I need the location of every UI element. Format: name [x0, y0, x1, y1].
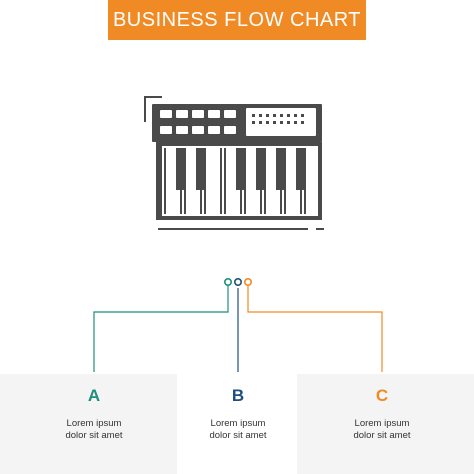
step-caption-line2: dolor sit amet [209, 430, 267, 441]
step-caption-c: Lorem ipsum dolor sit amet [332, 418, 432, 442]
step-caption-line1: Lorem ipsum [354, 418, 410, 429]
step-panel-b [177, 374, 297, 474]
step-caption-a: Lorem ipsum dolor sit amet [44, 418, 144, 442]
step-caption-line2: dolor sit amet [353, 430, 411, 441]
step-letter-c: C [375, 386, 389, 405]
connector-dot-c [244, 277, 253, 286]
step-caption-line1: Lorem ipsum [210, 418, 266, 429]
step-letter-b: B [231, 386, 245, 405]
connector-line-a [93, 285, 229, 372]
step-letter-a: A [87, 386, 101, 405]
step-caption-line1: Lorem ipsum [66, 418, 122, 429]
step-panel-c [297, 374, 474, 474]
step-caption-line2: dolor sit amet [65, 430, 123, 441]
step-caption-b: Lorem ipsum dolor sit amet [188, 418, 288, 442]
connector-line-c [247, 285, 383, 372]
connector-dot-a [224, 277, 233, 286]
connector-dot-b [234, 277, 243, 286]
synthesizer-keyboard-icon [144, 96, 324, 230]
step-panel-a [0, 374, 177, 474]
title-banner: BUSINESS FLOW CHART [108, 0, 366, 40]
chart-title: BUSINESS FLOW CHART [112, 8, 362, 31]
